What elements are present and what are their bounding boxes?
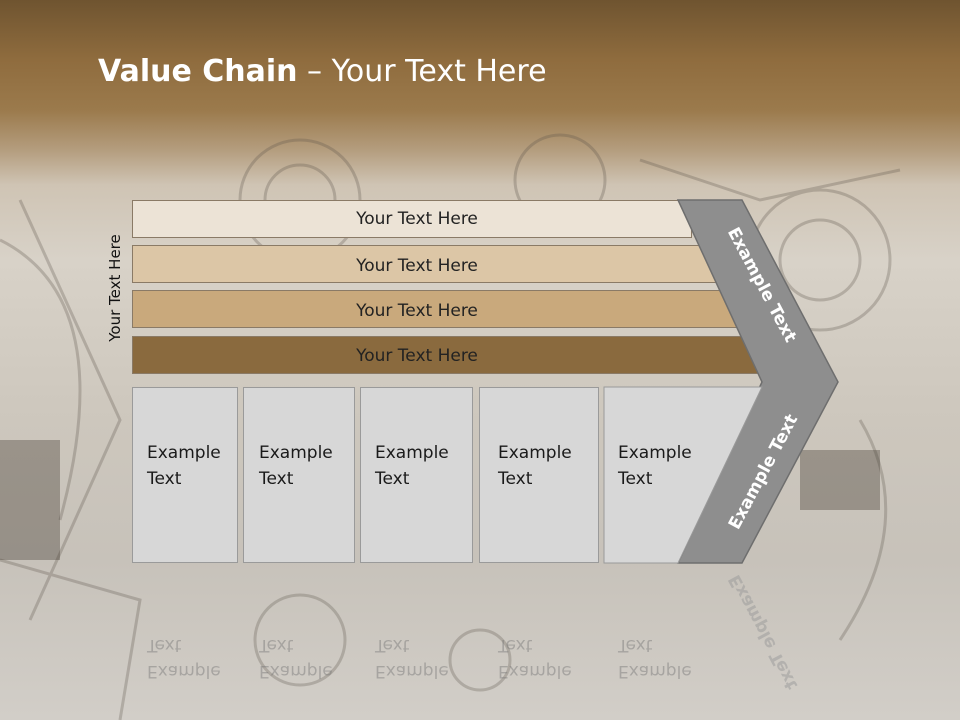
band-2: [132, 245, 717, 283]
box-4-reflection-line1: Example: [498, 661, 572, 681]
box-5-line1: Example: [618, 443, 692, 463]
box-4-line2: Text: [498, 469, 533, 489]
box-2-reflection: Example Text: [259, 632, 333, 684]
box-1-reflection: Example Text: [147, 632, 221, 684]
band-4-label: Your Text Here: [356, 346, 478, 366]
box-4-reflection: Example Text: [498, 632, 572, 684]
box-4-line1: Example: [498, 443, 572, 463]
band-4: [132, 336, 764, 374]
box-1-reflection-line2: Text: [147, 635, 182, 655]
box-5-line2: Text: [618, 469, 653, 489]
box-2-line2: Text: [259, 469, 294, 489]
box-5-reflection: Example Text: [618, 632, 692, 684]
box-5-reflection-line2: Text: [618, 635, 653, 655]
title-rest: – Your Text Here: [297, 54, 547, 89]
box-3-reflection-line1: Example: [375, 661, 449, 681]
side-label-text: Your Text Here: [106, 234, 124, 342]
box-3-line1: Example: [375, 443, 449, 463]
box-1: [132, 387, 238, 563]
band-1: [132, 200, 692, 238]
box-3-line2: Text: [375, 469, 410, 489]
box-2-reflection-line2: Text: [259, 635, 294, 655]
box-3: [360, 387, 473, 563]
band-3: [132, 290, 740, 328]
box-3-reflection-line2: Text: [375, 635, 410, 655]
box-1-reflection-line1: Example: [147, 661, 221, 681]
box-2: [243, 387, 355, 563]
box-3-reflection: Example Text: [375, 632, 449, 684]
box-4-reflection-line2: Text: [498, 635, 533, 655]
box-1-line1: Example: [147, 443, 221, 463]
band-3-label: Your Text Here: [356, 301, 478, 321]
box-5-reflection-line1: Example: [618, 661, 692, 681]
slide-title: Value Chain – Your Text Here: [98, 54, 547, 89]
box-4: [479, 387, 599, 563]
box-2-reflection-line1: Example: [259, 661, 333, 681]
box-1-line2: Text: [147, 469, 182, 489]
title-bold: Value Chain: [98, 54, 298, 89]
band-2-label: Your Text Here: [356, 256, 478, 276]
band-1-label: Your Text Here: [356, 209, 478, 229]
box-2-line1: Example: [259, 443, 333, 463]
